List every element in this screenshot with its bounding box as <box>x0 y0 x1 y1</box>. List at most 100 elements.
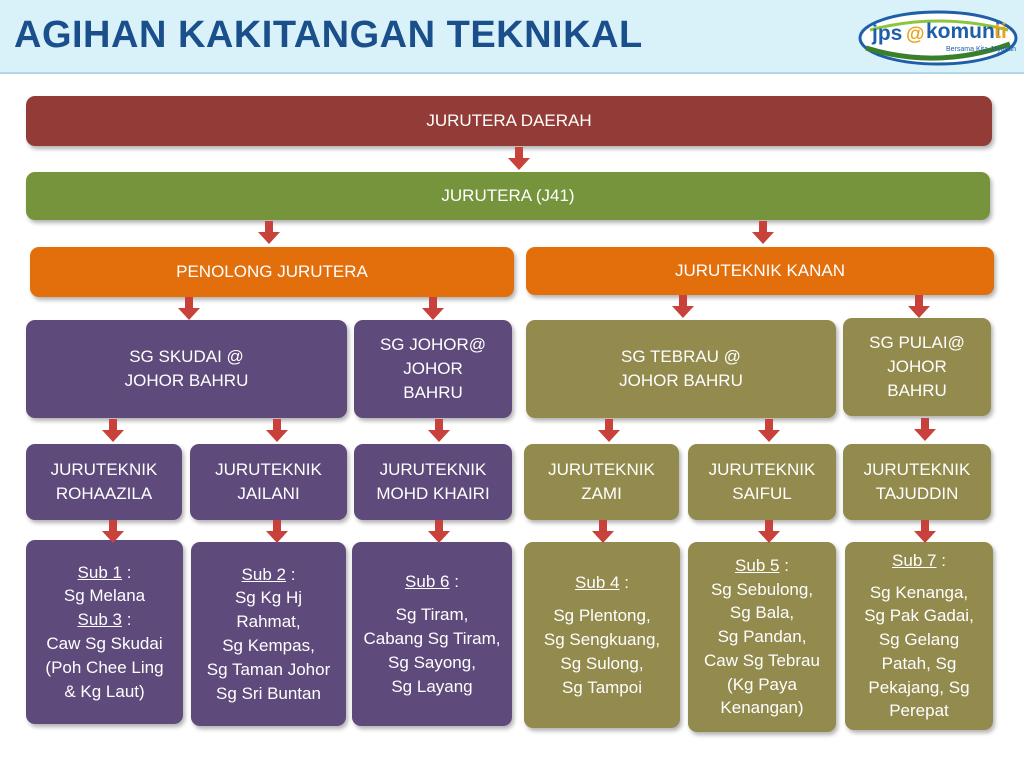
sub-line: (Poh Chee Ling <box>45 657 164 677</box>
sub-heading: Sub 7 : <box>892 550 946 570</box>
technician-line: JURUTEKNIK <box>379 460 487 480</box>
sub-line: Sg Kg Hj <box>234 588 303 608</box>
down-arrow-icon <box>908 295 930 319</box>
sub-line: Sg Sulong, <box>560 653 644 673</box>
down-arrow-icon <box>102 520 124 544</box>
sub-heading-label: Sub 4 <box>575 572 620 592</box>
down-arrow-icon <box>428 520 450 544</box>
area-line: SG JOHOR@ <box>379 335 487 355</box>
sub-line: Sg Layang <box>391 676 473 696</box>
sub-line: Caw Sg Skudai <box>46 634 163 653</box>
sub-line: Sg Sri Buntan <box>216 683 321 703</box>
down-arrow-icon <box>758 419 780 443</box>
juruteknik-kanan-label: JURUTEKNIK KANAN <box>674 261 846 281</box>
sub-line: Sg Pandan, <box>717 627 807 647</box>
sub-line: Sg Kenanga, <box>869 582 969 602</box>
penolong-jurutera-box: PENOLONG JURUTERA <box>30 247 514 297</box>
area-line: JOHOR <box>403 359 463 379</box>
sub-heading: Sub 2 : <box>241 564 296 584</box>
down-arrow-icon <box>178 297 200 321</box>
technician-line: JURUTEKNIK <box>50 460 158 480</box>
sub-7-box: Sub 7 : Sg Kenanga, Sg Pak Gadai, Sg Gel… <box>845 542 993 730</box>
technician-line: ZAMI <box>581 484 622 503</box>
area-sg-johor-box: SG JOHOR@ JOHOR BAHRU <box>354 320 512 418</box>
sub-line: Patah, Sg <box>881 653 957 673</box>
slide-title: AGIHAN KAKITANGAN TEKNIKAL <box>14 14 643 56</box>
sub-heading-label: Sub 7 <box>892 550 937 570</box>
area-line: SG TEBRAU @ <box>621 347 741 367</box>
sub-line: Sg Sayong, <box>388 652 476 672</box>
technician-line: TAJUDDIN <box>875 484 959 503</box>
sub-heading-label: Sub 6 <box>405 571 450 591</box>
technician-line: SAIFUL <box>732 484 792 503</box>
sub-heading-label: Sub 1 <box>77 562 122 582</box>
sub-line: Pekajang, Sg <box>868 677 970 697</box>
sub-5-box: Sub 5 : Sg Sebulong, Sg Bala, Sg Pandan,… <box>688 542 836 732</box>
sub-6-box: Sub 6 : Sg Tiram, Cabang Sg Tiram, Sg Sa… <box>352 542 512 726</box>
sub-line: Sg Sebulong, <box>710 579 814 599</box>
sub-line: Sg Kempas, <box>222 636 315 655</box>
down-arrow-icon <box>758 520 780 544</box>
area-line: BAHRU <box>403 382 463 402</box>
sub-heading: Sub 1 : <box>77 562 132 582</box>
down-arrow-icon <box>422 297 444 321</box>
sub-line: Sg Gelang <box>878 630 960 650</box>
area-sg-tebrau-box: SG TEBRAU @ JOHOR BAHRU <box>526 320 836 418</box>
sub-heading: Sub 6 : <box>405 571 459 591</box>
svg-text:@: @ <box>906 24 925 45</box>
sub-line: Sg Tampoi <box>561 677 642 697</box>
area-line: JOHOR BAHRU <box>619 371 743 390</box>
down-arrow-icon <box>266 520 288 544</box>
down-arrow-icon <box>266 419 288 443</box>
down-arrow-icon <box>752 221 774 245</box>
technician-line: JURUTEKNIK <box>215 460 322 480</box>
sub-line: & Kg Laut) <box>64 681 145 701</box>
sub-heading-label: Sub 5 <box>735 555 780 575</box>
sub-line: Sg Sengkuang, <box>543 630 661 650</box>
sub-1-3-box: Sub 1 : Sg Melana Sub 3 : Caw Sg Skudai … <box>26 540 183 724</box>
svg-text:ti: ti <box>994 20 1007 43</box>
sub-heading-label: Sub 3 <box>77 610 122 630</box>
sub-line: Caw Sg Tebrau <box>704 650 820 670</box>
sub-heading: Sub 3 : <box>77 610 132 630</box>
sub-line: (Kg Paya <box>727 674 797 694</box>
sub-line: Cabang Sg Tiram, <box>363 629 501 649</box>
technician-line: MOHD KHAIRI <box>376 484 490 503</box>
sub-heading-label: Sub 2 <box>241 564 286 584</box>
svg-text:komuni: komuni <box>926 20 1001 43</box>
technician-line: JAILANI <box>237 484 300 503</box>
down-arrow-icon <box>914 418 936 442</box>
down-arrow-icon <box>914 520 936 544</box>
technician-line: JURUTEKNIK <box>863 460 971 480</box>
down-arrow-icon <box>592 520 614 544</box>
technician-line: ROHAAZILA <box>55 484 153 503</box>
down-arrow-icon <box>508 147 530 171</box>
sub-line: Sg Tiram, <box>395 605 469 625</box>
technician-saiful-box: JURUTEKNIK SAIFUL <box>688 444 836 520</box>
juruteknik-kanan-box: JURUTEKNIK KANAN <box>526 247 994 295</box>
svg-text:jps: jps <box>871 22 902 45</box>
technician-rohaazila-box: JURUTEKNIK ROHAAZILA <box>26 444 182 520</box>
down-arrow-icon <box>428 419 450 443</box>
jurutera-j41-box: JURUTERA (J41) <box>26 172 990 220</box>
sub-line: Kenangan) <box>720 698 804 718</box>
technician-mohd-khairi-box: JURUTEKNIK MOHD KHAIRI <box>354 444 512 520</box>
jurutera-j41-label: JURUTERA (J41) <box>441 186 575 206</box>
sub-heading: Sub 4 : <box>575 572 629 592</box>
svg-text:Bersama Kita Jayakan: Bersama Kita Jayakan <box>946 46 1016 53</box>
down-arrow-icon <box>672 295 694 319</box>
technician-line: JURUTEKNIK <box>548 460 655 480</box>
penolong-jurutera-label: PENOLONG JURUTERA <box>176 262 368 282</box>
sub-4-box: Sub 4 : Sg Plentong, Sg Sengkuang, Sg Su… <box>524 542 680 728</box>
area-line: JOHOR BAHRU <box>124 371 249 390</box>
technician-tajuddin-box: JURUTEKNIK TAJUDDIN <box>843 444 991 520</box>
technician-zami-box: JURUTEKNIK ZAMI <box>524 444 679 520</box>
jurutera-daerah-label: JURUTERA DAERAH <box>426 111 592 131</box>
sub-line: Sg Taman Johor <box>206 659 331 679</box>
sub-line: Sg Melana <box>63 586 146 606</box>
sub-line: Sg Pak Gadai, <box>864 606 974 626</box>
jurutera-daerah-box: JURUTERA DAERAH <box>26 96 992 146</box>
area-line: JOHOR <box>887 357 947 377</box>
down-arrow-icon <box>258 221 280 245</box>
sub-line: Rahmat, <box>236 612 301 632</box>
